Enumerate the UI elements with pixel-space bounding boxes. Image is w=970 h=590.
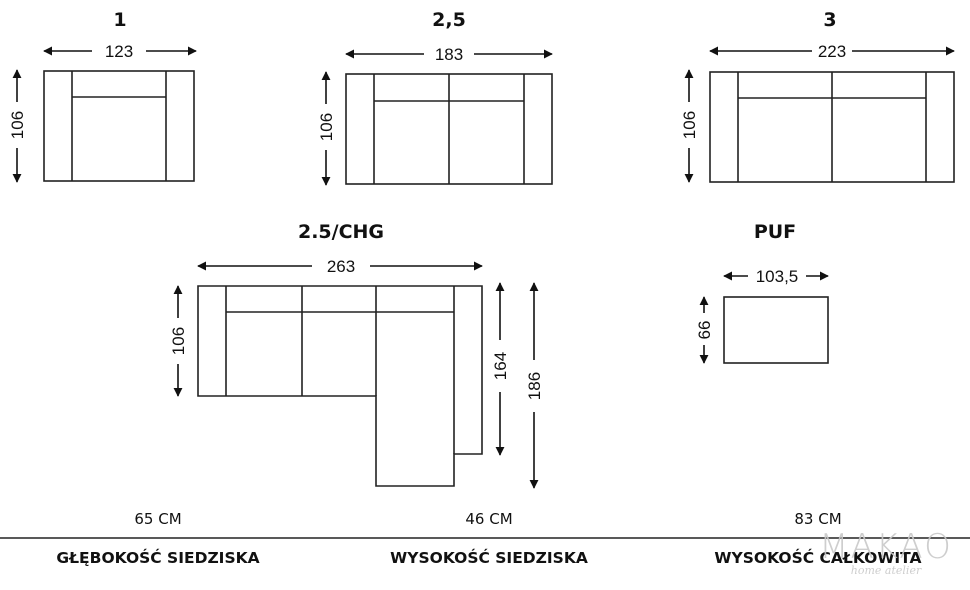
spec-seat-depth-value: 65 CM [134, 510, 181, 528]
model-2-5-chg: 2.5/CHG 263 106 164 186 [169, 221, 544, 489]
model-3-depth-label: 106 [680, 111, 699, 139]
spec-total-height-label: WYSOKOŚĆ CAŁKOWITA [714, 548, 921, 567]
model-puf: PUF 103,5 66 [695, 221, 829, 364]
spec-total-height-value: 83 CM [794, 510, 841, 528]
model-chg-chaise-outer-label: 186 [525, 372, 544, 400]
model-puf-depth-label: 66 [695, 321, 714, 340]
model-2-5-depth-label: 106 [317, 113, 336, 141]
model-1: 1 123 106 [8, 9, 197, 183]
spec-seat-depth-label: GŁĘBOKOŚĆ SIEDZISKA [56, 548, 259, 567]
brand-tagline: home atelier [851, 564, 922, 577]
brand-watermark: MAKAO home atelier [819, 527, 953, 577]
brand-name: MAKAO [819, 527, 953, 567]
model-puf-outline [723, 296, 829, 364]
model-3-width-label: 223 [818, 42, 846, 61]
model-3-sofa-outline [709, 71, 955, 183]
model-1-sofa-outline [43, 70, 195, 182]
model-chg-depth-label: 106 [169, 327, 188, 355]
model-chg-sofa-outline [197, 285, 483, 487]
spec-seat-height-label: WYSOKOŚĆ SIEDZISKA [390, 548, 588, 567]
model-2-5-sofa-outline [345, 73, 553, 185]
model-1-width-label: 123 [105, 42, 133, 61]
model-2-5: 2,5 183 106 [317, 9, 553, 186]
model-2-5-title: 2,5 [432, 9, 466, 31]
model-chg-width-label: 263 [327, 257, 355, 276]
model-3-title: 3 [823, 9, 836, 31]
model-chg-title: 2.5/CHG [298, 221, 384, 243]
model-2-5-width-label: 183 [435, 45, 463, 64]
model-puf-width-label: 103,5 [756, 267, 799, 286]
model-puf-title: PUF [754, 221, 796, 243]
model-1-title: 1 [113, 9, 126, 31]
model-1-depth-label: 106 [8, 111, 27, 139]
model-3: 3 223 106 [680, 9, 955, 183]
model-chg-chaise-inner-label: 164 [491, 352, 510, 380]
spec-seat-height-value: 46 CM [465, 510, 512, 528]
